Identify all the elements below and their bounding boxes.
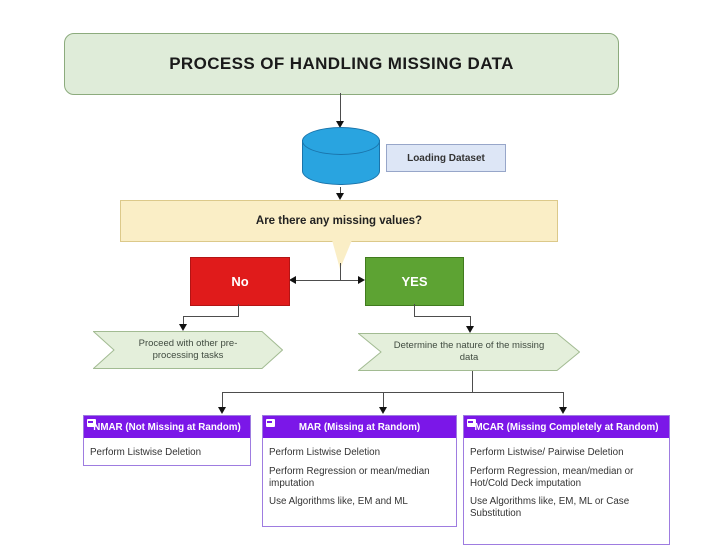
category-mcar-title: MCAR (Missing Completely at Random) — [474, 421, 659, 433]
arrowhead-down-icon — [379, 407, 387, 414]
decision-no-box: No — [190, 257, 290, 306]
connector-yes-across — [414, 316, 471, 317]
connector-no-yes — [296, 280, 358, 281]
window-icon — [87, 419, 96, 427]
question-banner: Are there any missing values? — [120, 200, 558, 242]
connector-question-stem — [340, 263, 341, 281]
category-mar-item: Perform Regression or mean/median imputa… — [269, 465, 430, 489]
arrowhead-right-icon — [358, 276, 365, 284]
connector-no-down — [238, 304, 239, 317]
connector-drop-nmar — [222, 392, 223, 408]
arrowhead-down-icon — [336, 121, 344, 128]
category-mcar-body: Perform Listwise/ Pairwise Deletion Perf… — [464, 438, 669, 526]
database-cylinder-icon — [302, 127, 380, 189]
category-mar-item: Perform Listwise Deletion — [269, 447, 381, 458]
connector-db-to-question — [340, 187, 341, 195]
decision-yes-text: YES — [401, 274, 428, 289]
category-nmar-title: NMAR (Not Missing at Random) — [93, 421, 241, 433]
decision-yes-box: YES — [365, 257, 464, 306]
category-mcar-item: Use Algorithms like, EM, ML or Case Subs… — [470, 496, 630, 519]
flowchart-title: PROCESS OF HANDLING MISSING DATA — [64, 33, 619, 95]
category-mar-item: Use Algorithms like, EM and ML — [269, 496, 408, 508]
chevron-shape-icon — [358, 333, 580, 371]
branch-preprocessing-chevron: Proceed with other pre-processing tasks — [93, 331, 283, 369]
arrowhead-down-icon — [218, 407, 226, 414]
category-box-nmar: NMAR (Not Missing at Random) Perform Lis… — [83, 415, 251, 466]
category-nmar-body: Perform Listwise Deletion — [84, 438, 250, 465]
connector-no-across — [183, 316, 239, 317]
question-text: Are there any missing values? — [255, 215, 423, 227]
branch-preprocessing-text: Proceed with other pre-processing tasks — [138, 338, 238, 361]
decision-no-text: No — [231, 274, 249, 289]
category-mar-body: Perform Listwise Deletion Perform Regres… — [263, 438, 456, 514]
connector-no-drop — [183, 316, 184, 325]
database-cylinder-top — [302, 127, 380, 155]
category-nmar-header: NMAR (Not Missing at Random) — [84, 416, 250, 438]
window-icon — [266, 419, 275, 427]
arrowhead-down-icon — [336, 193, 344, 200]
loading-dataset-text: Loading Dataset — [407, 152, 485, 164]
question-banner-tail — [332, 240, 352, 269]
loading-dataset-label: Loading Dataset — [386, 144, 506, 172]
arrowhead-left-icon — [289, 276, 296, 284]
arrowhead-down-icon — [466, 326, 474, 333]
flowchart-title-text: PROCESS OF HANDLING MISSING DATA — [169, 54, 514, 73]
branch-nature-text: Determine the nature of the missing data — [393, 340, 545, 363]
category-box-mar: MAR (Missing at Random) Perform Listwise… — [262, 415, 457, 527]
connector-yes-drop — [470, 316, 471, 327]
branch-nature-chevron: Determine the nature of the missing data — [358, 333, 580, 371]
category-mcar-header: MCAR (Missing Completely at Random) — [464, 416, 669, 438]
arrowhead-down-icon — [559, 407, 567, 414]
category-nmar-item: Perform Listwise Deletion — [90, 447, 202, 458]
arrowhead-down-icon — [179, 324, 187, 331]
category-mcar-item: Perform Listwise/ Pairwise Deletion — [470, 447, 624, 458]
connector-drop-mcar — [563, 392, 564, 408]
connector-drop-mar — [383, 392, 384, 408]
window-icon — [467, 419, 476, 427]
connector-title-to-db — [340, 93, 341, 121]
connector-nature-stem — [472, 371, 473, 393]
category-mcar-item: Perform Regression, mean/median or Hot/C… — [470, 465, 634, 489]
connector-tree-rail — [222, 392, 564, 393]
chevron-shape-icon — [93, 331, 283, 369]
category-mar-header: MAR (Missing at Random) — [263, 416, 456, 438]
connector-yes-down — [414, 304, 415, 317]
category-box-mcar: MCAR (Missing Completely at Random) Perf… — [463, 415, 670, 545]
category-mar-title: MAR (Missing at Random) — [298, 421, 421, 433]
